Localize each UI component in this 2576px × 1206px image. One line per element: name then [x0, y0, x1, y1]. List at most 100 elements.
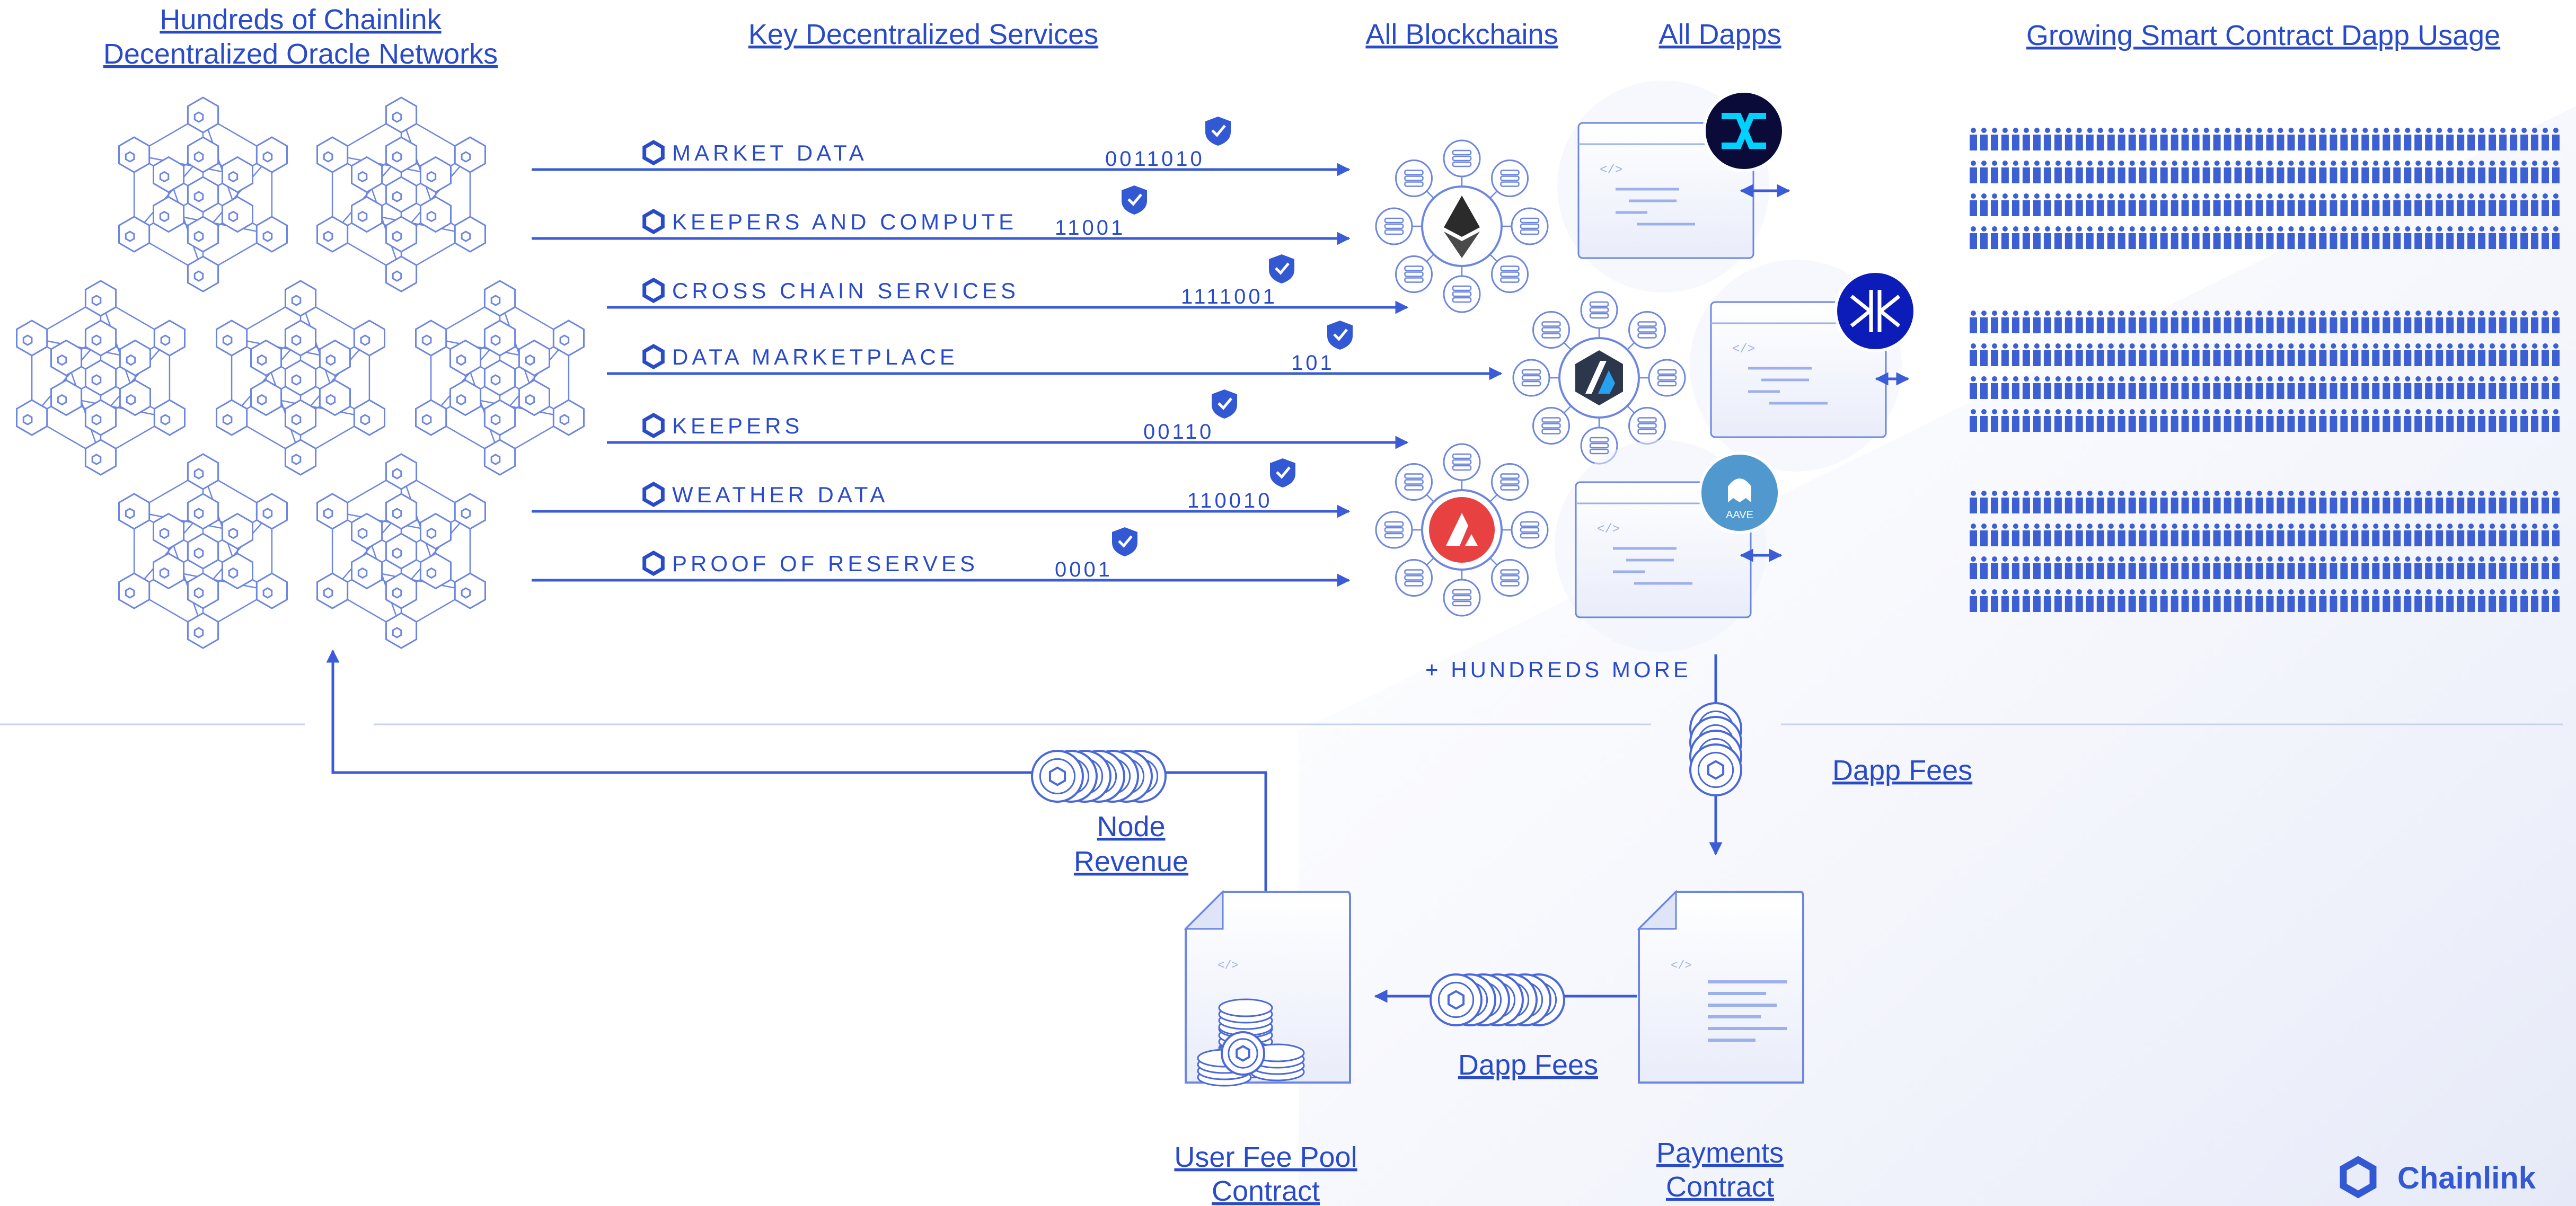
database-icon-bar — [1520, 217, 1540, 224]
user-row — [1970, 556, 2560, 579]
chainlink-mini-icon — [222, 334, 233, 346]
hub-node — [1395, 559, 1433, 597]
chainlink-mini-icon — [392, 468, 402, 480]
chainlink-mini-icon — [323, 230, 333, 242]
hub-node — [1580, 291, 1618, 329]
database-icon-bar — [1589, 442, 1609, 449]
chainlink-mini-icon — [262, 151, 273, 163]
hub-node — [1491, 159, 1529, 197]
chainlink-mini-icon — [125, 230, 135, 242]
chainlink-hexagon-icon — [642, 277, 665, 304]
chainlink-mini-icon — [228, 210, 239, 223]
service-label: KEEPERS — [672, 413, 803, 438]
database-icon-bar — [1589, 437, 1609, 443]
chainlink-mini-icon — [325, 354, 336, 366]
database-icon-bar — [1452, 149, 1472, 156]
shield-shape — [1112, 527, 1137, 556]
payments-contract: </> — [1637, 890, 1804, 1084]
verified-shield-icon — [1269, 254, 1294, 283]
hub-node — [1491, 559, 1529, 597]
hub-node — [1395, 159, 1433, 197]
oracle-network-cluster — [415, 280, 585, 476]
database-icon-bar — [1404, 170, 1424, 175]
heading-networks-line1: Hundreds of Chainlink — [160, 4, 442, 36]
chainlink-mini-icon — [357, 210, 368, 223]
oracle-network-cluster — [316, 453, 486, 649]
database-icon-bar — [1589, 301, 1609, 307]
chainlink-mini-icon — [392, 111, 402, 123]
code-tag-icon: </> — [1218, 959, 1239, 972]
blockchain-hubs — [1375, 139, 1686, 617]
user-row — [1970, 311, 2560, 333]
coin-stacks — [1031, 702, 1742, 1026]
chainlink-hexagon-icon — [642, 550, 665, 577]
database-icon-bar — [1637, 423, 1657, 429]
coin-hexagon — [1707, 760, 1725, 780]
chainlink-mini-icon — [257, 394, 267, 406]
user-fee-pool-label-line1: User Fee Pool — [1174, 1141, 1357, 1173]
database-icon-bar — [1452, 459, 1472, 465]
service-bits: 101 — [1291, 351, 1335, 375]
heading-dapp-usage: Growing Smart Contract Dapp Usage — [2026, 20, 2500, 51]
chainlink-mini-icon — [357, 527, 368, 539]
dapp-users-crowd — [1970, 128, 2560, 612]
user-row — [1970, 589, 2560, 612]
chainlink-mini-icon — [392, 587, 402, 599]
database-icon-bar — [1637, 327, 1657, 333]
hub-node — [1395, 463, 1433, 501]
coin-pile — [1218, 998, 1273, 1036]
chainlink-mini-icon — [490, 454, 501, 465]
chainlink-hexagon-icon — [642, 412, 665, 439]
dapp-fees-coin-row — [1430, 973, 1565, 1026]
database-icon-bar — [1500, 170, 1520, 175]
chainlink-mini-icon — [262, 230, 273, 242]
check-mark — [1276, 466, 1291, 479]
chainlink-mini-icon — [323, 151, 333, 163]
service-label: MARKET DATA — [672, 140, 868, 165]
database-icon-bar — [1452, 285, 1472, 291]
chainlink-mini-icon — [392, 508, 402, 519]
chainlink-mini-icon — [257, 354, 267, 366]
user-row — [1970, 161, 2560, 183]
check-mark — [1275, 262, 1290, 275]
user-row — [1970, 343, 2560, 366]
chainlink-mini-icon — [159, 171, 170, 183]
coin-inner — [1039, 758, 1076, 795]
hub-node — [1375, 207, 1413, 245]
contract-document — [1638, 891, 1804, 1084]
user-crowd-block — [1970, 491, 2560, 612]
document-fold — [1637, 890, 1677, 930]
heading-all-dapps: All Dapps — [1658, 19, 1781, 50]
database-icon-bar — [1541, 429, 1561, 434]
user-row — [1970, 128, 2560, 150]
avalanche-peak — [1446, 513, 1468, 546]
chainlink-mini-icon — [262, 587, 273, 599]
database-icon-bar — [1404, 575, 1424, 581]
database-icon-bar — [1500, 485, 1520, 491]
chainlink-mini-icon — [91, 454, 102, 465]
service-bits: 0011010 — [1105, 147, 1205, 171]
dapp-window: </>AAVE — [1555, 440, 1783, 652]
database-icon-bar — [1500, 575, 1520, 581]
hub-node — [1443, 275, 1481, 313]
chainlink-logo — [2340, 1156, 2377, 1199]
check-mark — [1333, 329, 1348, 341]
chainlink-mini-icon — [392, 547, 402, 559]
database-icon-bar — [1500, 473, 1520, 479]
service-bits: 110010 — [1187, 489, 1273, 512]
database-icon-bar — [1404, 271, 1424, 277]
chainlink-mini-icon — [325, 394, 336, 406]
aave-ghost — [1728, 478, 1751, 502]
coin-inner — [1437, 981, 1475, 1018]
chainlink-mini-icon — [228, 171, 239, 183]
verified-shield-icon — [1212, 389, 1237, 419]
service-bits: 00110 — [1143, 420, 1214, 444]
chainlink-mini-icon — [323, 508, 333, 519]
chainlink-mini-icon — [159, 567, 170, 579]
database-icon-bar — [1452, 595, 1472, 601]
chainlink-mini-icon — [490, 295, 501, 306]
database-icon-bar — [1384, 533, 1404, 539]
hub-node — [1491, 463, 1529, 501]
